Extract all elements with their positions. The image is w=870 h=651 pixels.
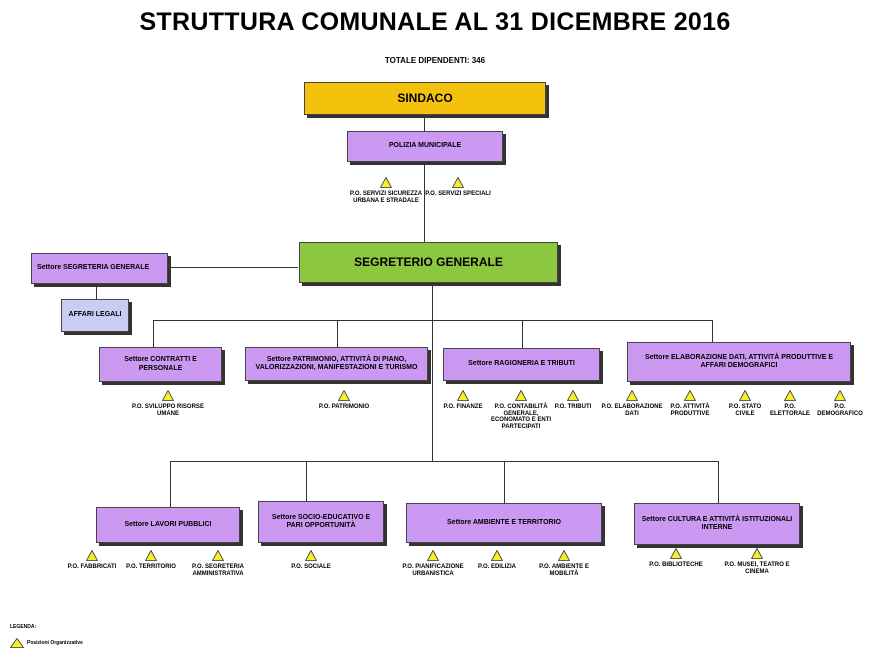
legend-label: Posizioni Organizzative	[27, 640, 83, 646]
po-item: P.O. PATRIMONIO	[306, 390, 382, 411]
warning-triangle-icon	[834, 390, 846, 401]
po-label: P.O. BIBLIOTECHE	[649, 562, 703, 568]
sindaco-box: SINDACO	[304, 82, 546, 115]
warning-triangle-icon	[427, 550, 439, 561]
warning-triangle-icon	[305, 550, 317, 561]
settore-ambiente-territorio-box: Settore AMBIENTE E TERRITORIO	[406, 503, 602, 543]
settore-elaborazione-dati-box: Settore ELABORAZIONE DATI, ATTIVITÀ PROD…	[627, 342, 851, 382]
po-item: P.O. CONTABILITÀ GENERALE, ECONOMATO E E…	[489, 390, 553, 431]
po-item: P.O. SVILUPPO RISORSE UMANE	[130, 390, 206, 417]
po-item: P.O. FABBRICATI	[62, 550, 122, 571]
connector-line	[522, 320, 523, 348]
po-item: P.O. DEMOGRAFICO	[814, 390, 866, 417]
po-label: P.O. TERRITORIO	[126, 564, 176, 570]
connector-line	[337, 320, 338, 347]
po-label: P.O. EDILIZIA	[478, 564, 516, 570]
po-label: P.O. TRIBUTI	[554, 404, 592, 410]
connector-line	[96, 284, 97, 299]
po-label: P.O. SEGRETERIA AMMINISTRATIVA	[192, 564, 244, 577]
settore-ragioneria-tributi-box: Settore RAGIONERIA E TRIBUTI	[443, 348, 600, 381]
settore-cultura-box: Settore CULTURA E ATTIVITÀ ISTITUZIONALI…	[634, 503, 800, 545]
affari-legali-box: AFFARI LEGALI	[61, 299, 129, 332]
warning-triangle-icon	[784, 390, 796, 401]
po-item: P.O. TERRITORIO	[121, 550, 181, 571]
po-label: P.O. SERVIZI SPECIALI	[425, 191, 491, 197]
settore-socio-educativo-box: Settore SOCIO-EDUCATIVO E PARI OPPORTUNI…	[258, 501, 384, 543]
po-item: P.O. FINANZE	[428, 390, 498, 411]
legend-item: Posizioni Organizzative	[10, 638, 83, 648]
po-item: P.O. BIBLIOTECHE	[644, 548, 708, 569]
legend-title: LEGENDA:	[10, 624, 37, 630]
po-label: P.O. DEMOGRAFICO	[817, 404, 863, 417]
po-label: P.O. PATRIMONIO	[318, 404, 370, 410]
po-item: P.O. ATTIVITÀ PRODUTTIVE	[663, 390, 717, 417]
connector-line	[170, 461, 171, 507]
warning-triangle-icon	[515, 390, 527, 401]
po-item: P.O. SERVIZI SICUREZZA URBANA E STRADALE	[348, 177, 424, 204]
po-label: P.O. SVILUPPO RISORSE UMANE	[132, 404, 204, 417]
warning-triangle-icon	[145, 550, 157, 561]
po-item: P.O. SOCIALE	[276, 550, 346, 571]
po-item: P.O. TRIBUTI	[543, 390, 603, 411]
settore-lavori-pubblici-box: Settore LAVORI PUBBLICI	[96, 507, 240, 543]
po-item: P.O. SEGRETERIA AMMINISTRATIVA	[180, 550, 256, 577]
po-label: P.O. SERVIZI SICUREZZA URBANA E STRADALE	[349, 191, 423, 204]
warning-triangle-icon	[10, 638, 24, 648]
warning-triangle-icon	[558, 550, 570, 561]
po-label: P.O. FABBRICATI	[67, 564, 117, 570]
connector-line	[718, 461, 719, 503]
po-label: P.O. FINANZE	[443, 404, 483, 410]
warning-triangle-icon	[452, 177, 464, 188]
polizia-municipale-box: POLIZIA MUNICIPALE	[347, 131, 503, 162]
po-label: P.O. MUSEI, TEATRO E CINEMA	[724, 562, 790, 575]
warning-triangle-icon	[212, 550, 224, 561]
warning-triangle-icon	[567, 390, 579, 401]
connector-line	[153, 320, 712, 321]
connector-line	[424, 162, 425, 242]
warning-triangle-icon	[162, 390, 174, 401]
po-label: P.O. CONTABILITÀ GENERALE, ECONOMATO E E…	[490, 404, 552, 431]
connector-line	[712, 320, 713, 342]
connector-line	[504, 461, 505, 503]
po-label: P.O. STATO CIVILE	[728, 404, 762, 417]
po-item: P.O. PIANIFICAZIONE URBANISTICA	[393, 550, 473, 577]
page-title: STRUTTURA COMUNALE AL 31 DICEMBRE 2016	[139, 8, 731, 36]
po-label: P.O. PIANIFICAZIONE URBANISTICA	[402, 564, 464, 577]
connector-line	[432, 283, 433, 461]
po-label: P.O. SOCIALE	[291, 564, 331, 570]
po-label: P.O. AMBIENTE E MOBILITÀ	[539, 564, 589, 577]
settore-patrimonio-box: Settore PATRIMONIO, ATTIVITÀ DI PIANO, V…	[245, 347, 428, 381]
warning-triangle-icon	[670, 548, 682, 559]
po-item: P.O. ELETTORALE	[766, 390, 814, 417]
po-item: P.O. SERVIZI SPECIALI	[420, 177, 496, 198]
warning-triangle-icon	[684, 390, 696, 401]
po-label: P.O. ELETTORALE	[770, 404, 810, 417]
po-item: P.O. MUSEI, TEATRO E CINEMA	[722, 548, 792, 575]
warning-triangle-icon	[338, 390, 350, 401]
connector-line	[168, 267, 298, 268]
warning-triangle-icon	[86, 550, 98, 561]
warning-triangle-icon	[751, 548, 763, 559]
warning-triangle-icon	[626, 390, 638, 401]
po-label: P.O. ELABORAZIONE DATI	[601, 404, 663, 417]
warning-triangle-icon	[739, 390, 751, 401]
po-item: P.O. ELABORAZIONE DATI	[601, 390, 663, 417]
po-item: P.O. AMBIENTE E MOBILITÀ	[531, 550, 597, 577]
po-label: P.O. ATTIVITÀ PRODUTTIVE	[670, 404, 710, 417]
segretario-generale-box: SEGRETERIO GENERALE	[299, 242, 558, 283]
settore-segreteria-generale-box: Settore SEGRETERIA GENERALE	[31, 253, 168, 284]
warning-triangle-icon	[491, 550, 503, 561]
po-item: P.O. STATO CIVILE	[722, 390, 768, 417]
connector-line	[170, 461, 718, 462]
warning-triangle-icon	[380, 177, 392, 188]
total-employees: TOTALE DIPENDENTI: 346	[384, 56, 486, 65]
connector-line	[424, 115, 425, 131]
connector-line	[153, 320, 154, 347]
connector-line	[306, 461, 307, 501]
warning-triangle-icon	[457, 390, 469, 401]
settore-contratti-personale-box: Settore CONTRATTI E PERSONALE	[99, 347, 222, 382]
po-item: P.O. EDILIZIA	[467, 550, 527, 571]
